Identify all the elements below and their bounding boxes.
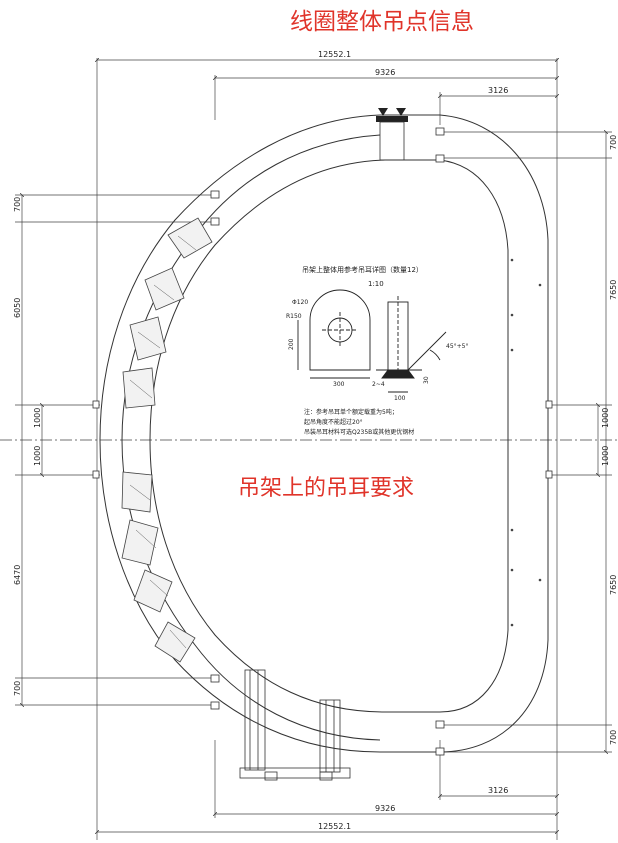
detail-thickness: 100 <box>394 395 406 402</box>
lifting-points <box>92 127 553 756</box>
coil-outline <box>99 114 549 753</box>
diagram-title: 线圈整体吊点信息 <box>290 9 474 35</box>
right-leg-dots <box>510 258 542 627</box>
left-lower-large-label: 6470 <box>13 565 22 585</box>
detail-weld-height: 30 <box>423 376 430 384</box>
top-clamp-icon <box>376 108 408 122</box>
right-upper-large-label: 7650 <box>609 280 618 300</box>
detail-note-1: 注：参考吊耳单个额定载重为5吨； <box>304 408 398 416</box>
detail-note-2: 起吊角度不能超过20° <box>304 418 363 426</box>
lug-detail: 吊架上整体用参考吊耳详图（数量12） 1:10 Φ120 R150 200 30… <box>286 265 468 436</box>
top-dimension-lines <box>97 58 557 840</box>
lug-side-view <box>376 296 447 393</box>
detail-heading: 吊架上整体用参考吊耳详图（数量12） <box>302 265 423 274</box>
left-upper-large-label: 6050 <box>13 298 22 318</box>
detail-weld: 2~4 <box>372 381 385 388</box>
bottom-inner-label: 9326 <box>375 804 395 813</box>
top-right-label: 3126 <box>488 86 508 95</box>
lug-front-view <box>297 289 371 379</box>
bottom-right-label: 3126 <box>488 786 508 795</box>
lifting-lug-requirement-label: 吊架上的吊耳要求 <box>238 476 415 501</box>
left-dimension-lines <box>0 195 618 705</box>
right-lower-large-label: 7650 <box>609 575 618 595</box>
right-upper-small-label: 700 <box>609 135 618 150</box>
detail-angle: 45°+5° <box>446 343 468 350</box>
detail-hole-dia: Φ120 <box>292 299 308 306</box>
coil-segments <box>121 217 213 663</box>
top-width-label: 12552.1 <box>318 50 351 59</box>
right-lower-small-label: 700 <box>609 730 618 745</box>
detail-note-3: 吊装吊耳材料可选Q235B或其他更优钢材 <box>304 428 414 436</box>
detail-radius: R150 <box>286 313 302 320</box>
bottom-support-structure <box>239 669 351 781</box>
right-mid-lower-label: 1000 <box>601 446 610 466</box>
left-mid-lower-label: 1000 <box>33 446 42 466</box>
detail-scale: 1:10 <box>368 280 384 288</box>
bottom-width-label: 12552.1 <box>318 822 351 831</box>
top-inner-label: 9326 <box>375 68 395 77</box>
coil-segment-hatches <box>129 235 197 649</box>
detail-width: 300 <box>333 381 345 388</box>
right-mid-upper-label: 1000 <box>601 408 610 428</box>
left-upper-small-label: 700 <box>13 197 22 212</box>
detail-height: 200 <box>288 338 295 350</box>
right-dimension-lines <box>440 132 612 752</box>
top-joint <box>379 121 405 161</box>
left-mid-upper-label: 1000 <box>33 408 42 428</box>
left-lower-small-label: 700 <box>13 681 22 696</box>
